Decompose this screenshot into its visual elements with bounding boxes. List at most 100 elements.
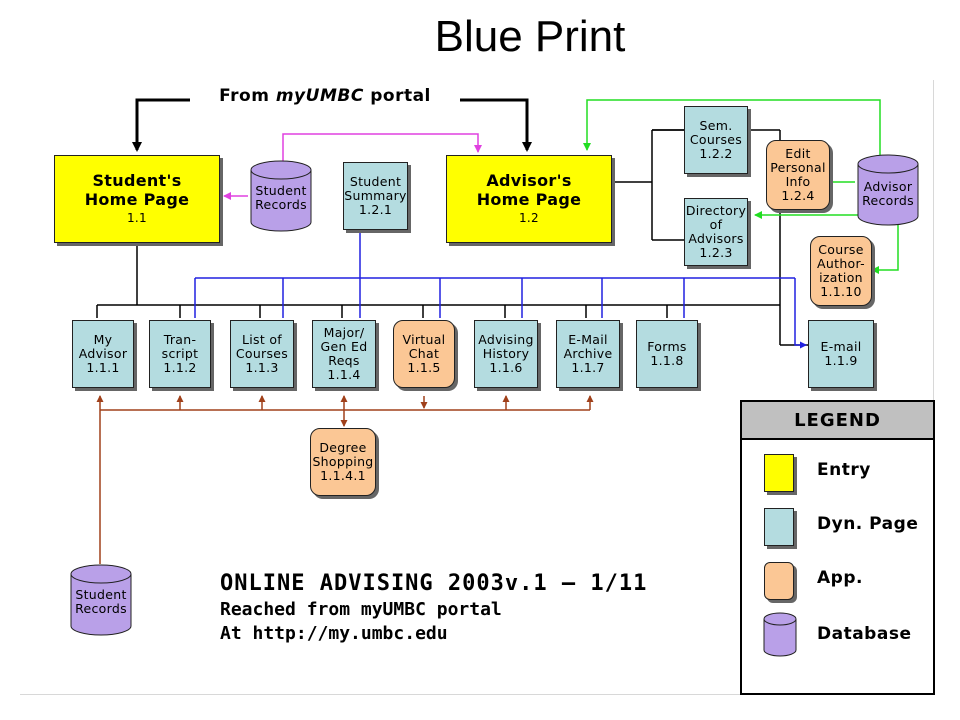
node-advising-history: Advising History 1.1.6 <box>474 320 538 388</box>
node-text: 1.1.5 <box>407 360 441 375</box>
node-text: Student <box>349 174 402 189</box>
legend-swatch-entry <box>764 454 794 492</box>
node-text: Courses <box>235 346 289 361</box>
node-text: Virtual <box>402 332 446 347</box>
node-sem-courses: Sem. Courses 1.2.2 <box>684 106 748 174</box>
node-text: My <box>93 332 113 347</box>
node-text: Forms <box>647 339 687 354</box>
node-text: Sem. <box>699 118 733 133</box>
bottom-frame-line <box>20 694 935 695</box>
node-text: Summary <box>344 188 407 203</box>
node-text: Gen Ed <box>320 339 368 354</box>
node-text: 1.1.4 <box>327 367 361 382</box>
node-text: Reqs <box>328 353 360 368</box>
node-text: 1.1.1 <box>86 360 120 375</box>
legend-title: LEGEND <box>742 402 933 440</box>
node-text: 1.1.10 <box>820 284 862 299</box>
node-text: Advisor <box>78 346 128 361</box>
node-text: E-mail <box>820 339 862 354</box>
node-text: 1.1.9 <box>824 353 858 368</box>
node-text: Shopping <box>312 454 374 469</box>
node-email-archive: E-Mail Archive 1.1.7 <box>556 320 620 388</box>
node-text: Major/ <box>323 325 365 340</box>
node-transcript: Tran- script 1.1.2 <box>149 320 211 388</box>
node-text: Records <box>862 193 914 208</box>
portal-label: From myUMBC portal <box>190 86 460 106</box>
node-list-of-courses: List of Courses 1.1.3 <box>230 320 294 388</box>
node-text: Records <box>255 197 307 212</box>
node-text: 1.1.6 <box>489 360 523 375</box>
node-major-gen-ed-reqs: Major/ Gen Ed Reqs 1.1.4 <box>312 320 376 388</box>
legend-label-dyn-page: Dyn. Page <box>817 514 919 534</box>
node-directory-of-advisors: Directory of Advisors 1.2.3 <box>684 198 748 266</box>
node-text: 1.1 <box>127 210 147 225</box>
node-text: E-Mail <box>568 332 608 347</box>
right-frame-line <box>933 80 934 695</box>
node-email: E-mail 1.1.9 <box>808 320 874 388</box>
footer-caption: ONLINE ADVISING 2003v.1 – 1/11 Reached f… <box>220 570 647 646</box>
db-student-records-bottom: Student Records <box>70 564 132 636</box>
node-text: Edit <box>785 146 811 161</box>
node-edit-personal-info: Edit Personal Info 1.2.4 <box>766 140 830 210</box>
footer-line-3: At http://my.umbc.edu <box>220 623 448 644</box>
node-course-authorization: Course Author- ization 1.1.10 <box>810 236 872 306</box>
page-title: Blue Print <box>434 12 626 61</box>
node-degree-shopping: Degree Shopping 1.1.4.1 <box>310 428 376 496</box>
legend: LEGEND Entry Dyn. Page App. Database <box>740 400 935 695</box>
node-text: Student <box>75 587 127 602</box>
node-text: Chat <box>408 346 440 361</box>
database-icon <box>250 160 312 232</box>
node-text: 1.1.7 <box>571 360 605 375</box>
node-text: Tran- <box>163 332 197 347</box>
node-student-home-page: Student's Home Page 1.1 <box>54 155 220 243</box>
node-text: Info <box>785 174 811 189</box>
portal-label-suffix: portal <box>370 86 431 106</box>
legend-label-database: Database <box>817 624 912 644</box>
database-icon <box>70 564 132 636</box>
footer-line-1: ONLINE ADVISING 2003v.1 – 1/11 <box>220 571 648 596</box>
magenta-lines <box>223 133 482 200</box>
node-text: Course <box>818 242 864 257</box>
node-text: Author- <box>817 256 865 271</box>
node-text: Advisor's <box>486 170 572 190</box>
node-text: Personal <box>770 160 826 175</box>
brown-lines <box>96 395 594 564</box>
node-text: ization <box>819 270 863 285</box>
database-icon <box>857 154 919 226</box>
node-text: Advisor <box>863 179 913 194</box>
portal-label-prefix: From <box>219 86 276 106</box>
node-text: 1.1.8 <box>650 353 684 368</box>
node-advisor-home-page: Advisor's Home Page 1.2 <box>446 155 612 243</box>
node-text: 1.1.3 <box>245 360 279 375</box>
node-text: Home Page <box>84 189 190 209</box>
blue-lines <box>194 232 807 349</box>
node-text: Courses <box>689 132 743 147</box>
node-text: Student's <box>92 170 182 190</box>
node-text: 1.1.2 <box>163 360 197 375</box>
node-text: 1.2.4 <box>781 188 815 203</box>
node-text: Records <box>75 601 127 616</box>
legend-swatch-dyn-page <box>764 508 794 546</box>
portal-arrows <box>132 98 532 152</box>
node-text: List of <box>242 332 282 347</box>
node-virtual-chat: Virtual Chat 1.1.5 <box>393 320 455 388</box>
node-text: 1.2.1 <box>358 202 393 217</box>
node-text: History <box>482 346 530 361</box>
node-text: 1.2.2 <box>699 146 733 161</box>
node-text: Advisors <box>688 231 744 246</box>
legend-swatch-database <box>763 612 797 657</box>
node-text: 1.1.4.1 <box>320 468 366 483</box>
node-student-summary: Student Summary 1.2.1 <box>343 162 408 230</box>
node-text: script <box>161 346 199 361</box>
footer-line-2: Reached from myUMBC portal <box>220 599 502 620</box>
legend-label-entry: Entry <box>817 460 871 480</box>
portal-label-italic: myUMBC <box>275 86 364 106</box>
node-text: 1.2.3 <box>699 245 733 260</box>
node-text: Degree <box>319 440 367 455</box>
node-text: Archive <box>563 346 613 361</box>
node-text: Home Page <box>476 189 582 209</box>
node-text: Directory <box>685 203 747 218</box>
legend-swatch-app <box>764 562 794 600</box>
db-student-records-top: Student Records <box>250 160 312 232</box>
